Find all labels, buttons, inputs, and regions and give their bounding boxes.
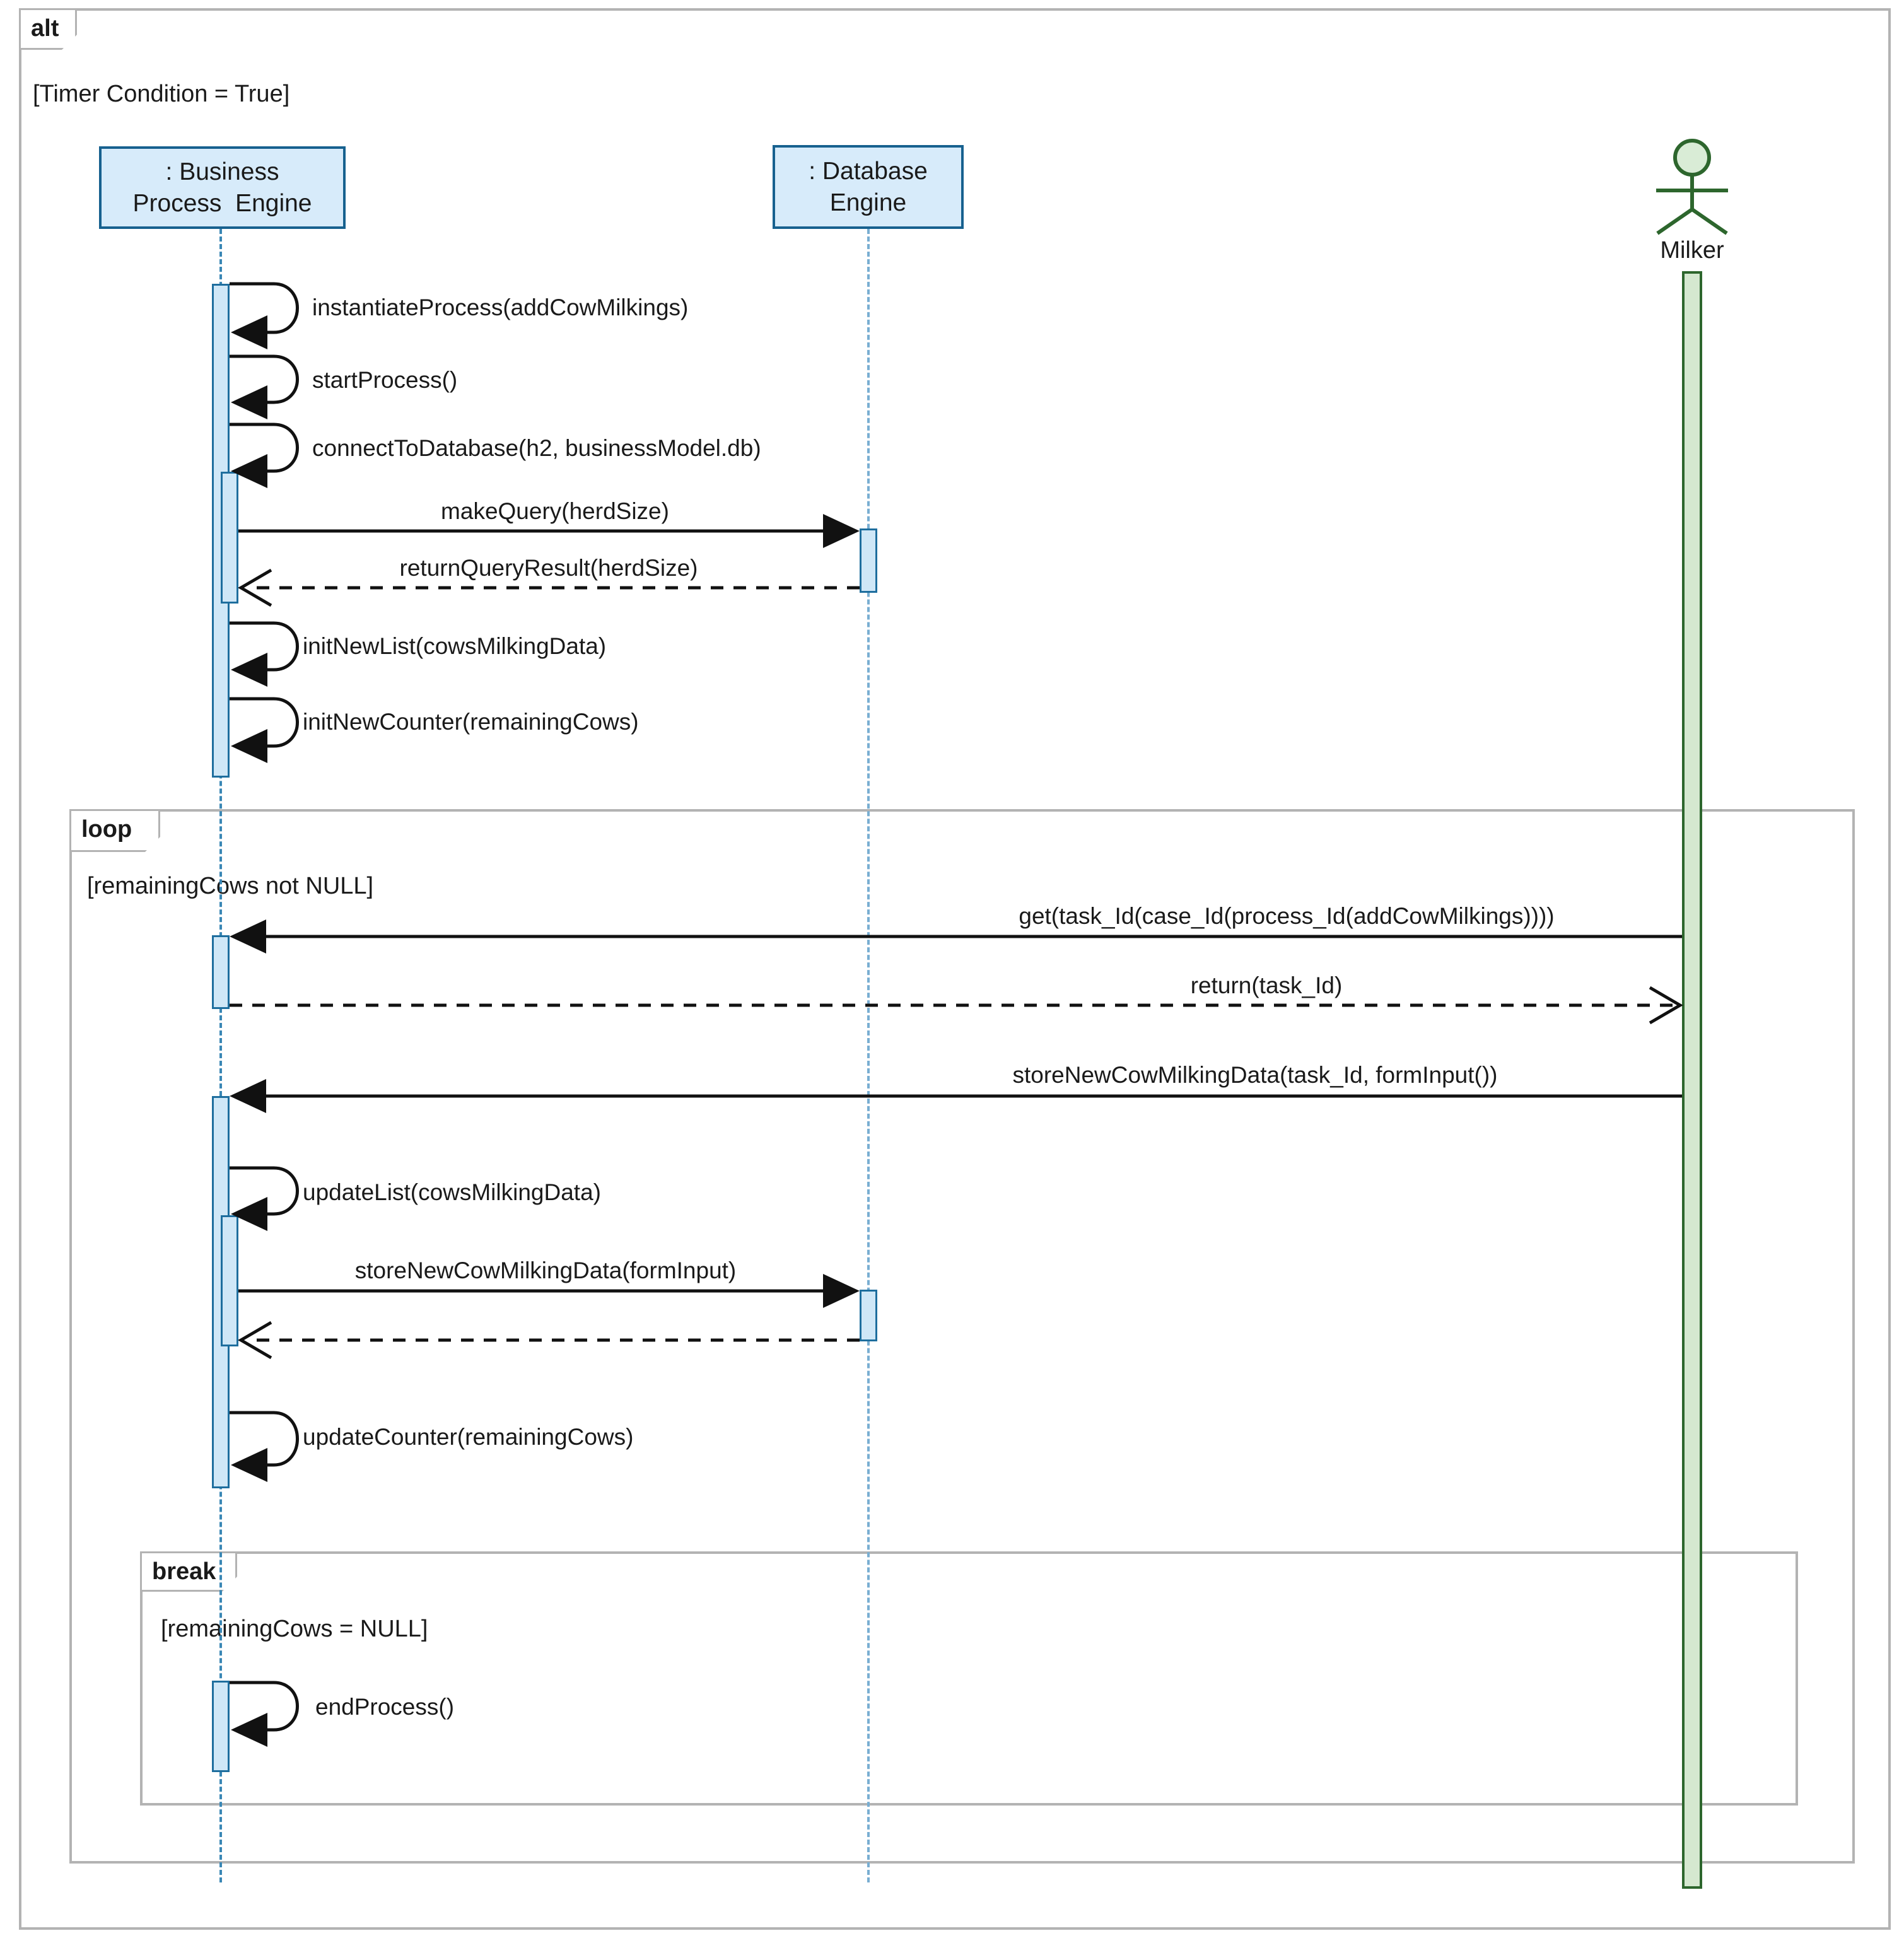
alt-operator-tab: alt [19, 8, 77, 50]
message-label: startProcess() [312, 367, 458, 393]
lifeline-business-process-engine [219, 229, 222, 1882]
message-label: makeQuery(herdSize) [441, 498, 669, 524]
message-label: updateList(cowsMilkingData) [303, 1179, 601, 1205]
activation-db-2 [860, 1290, 877, 1341]
activation-db-1 [860, 528, 877, 593]
activation-bpe-5-nested [221, 1215, 238, 1346]
activation-milker [1682, 271, 1702, 1889]
message-label: storeNewCowMilkingData(task_Id, formInpu… [1012, 1062, 1498, 1088]
message-label: return(task_Id) [1190, 972, 1343, 998]
message-label: initNewList(cowsMilkingData) [303, 633, 607, 659]
break-operator-tab: break [140, 1551, 237, 1592]
alt-fragment-frame [19, 8, 1891, 1930]
message-label: updateCounter(remainingCows) [303, 1424, 634, 1450]
activation-bpe-3 [212, 935, 230, 1009]
message-label: returnQueryResult(herdSize) [399, 555, 698, 581]
lifeline-database-engine [867, 229, 870, 1882]
activation-bpe-2-nested [221, 472, 238, 604]
alt-guard: [Timer Condition = True] [33, 81, 290, 107]
activation-bpe-6 [212, 1681, 230, 1772]
loop-fragment-frame [69, 809, 1855, 1864]
lifeline-head-business-process-engine: : Business Process Engine [99, 146, 346, 229]
break-operator-label: break [152, 1558, 216, 1585]
message-label: instantiateProcess(addCowMilkings) [312, 295, 689, 320]
message-label: get(task_Id(case_Id(process_Id(addCowMil… [1019, 903, 1555, 929]
lifeline-head-database-engine: : Database Engine [773, 145, 964, 229]
message-label: endProcess() [315, 1694, 455, 1720]
message-label: storeNewCowMilkingData(formInput) [354, 1257, 737, 1283]
actor-label: Milker [1660, 237, 1724, 264]
loop-guard: [remainingCows not NULL] [87, 873, 374, 899]
break-guard: [remainingCows = NULL] [161, 1616, 428, 1642]
loop-operator-label: loop [81, 816, 132, 843]
alt-operator-label: alt [31, 15, 59, 42]
loop-operator-tab: loop [69, 809, 160, 852]
message-label: connectToDatabase(h2, businessModel.db) [312, 435, 761, 461]
break-fragment-frame [140, 1551, 1798, 1806]
message-label: initNewCounter(remainingCows) [303, 709, 639, 735]
